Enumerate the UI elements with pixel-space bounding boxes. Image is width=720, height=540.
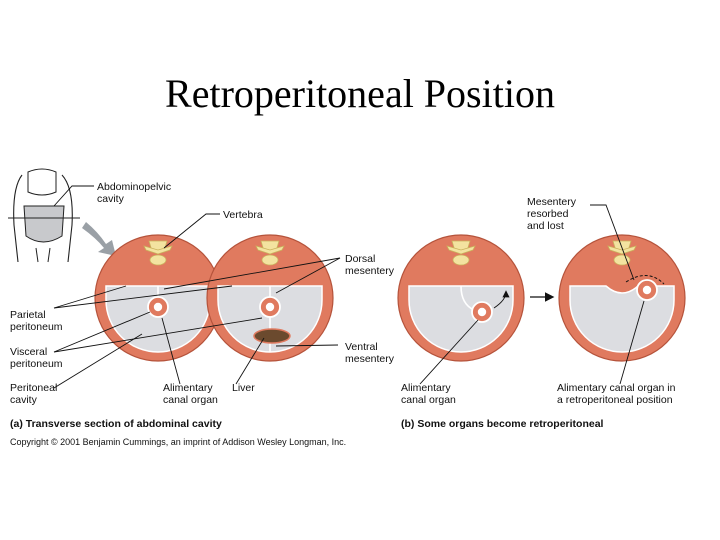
vertebra-icon-2 <box>255 240 285 266</box>
caption-b: (b) Some organs become retroperitoneal <box>401 418 604 430</box>
vertebra-icon-3 <box>446 240 476 266</box>
torso-icon <box>8 168 80 263</box>
section-circle-2 <box>206 234 334 362</box>
label-alimentary-canal-organ-b: Alimentary canal organ <box>401 382 456 406</box>
caption-a: (a) Transverse section of abdominal cavi… <box>10 418 222 430</box>
label-ventral-mesentery: Ventral mesentery <box>345 341 395 365</box>
leader-lines <box>53 185 645 389</box>
transition-arrow <box>82 222 116 256</box>
vertebra-icon-1 <box>143 240 173 266</box>
label-visceral-peritoneum: Visceral peritoneum <box>10 346 63 370</box>
label-vertebra: Vertebra <box>223 209 263 221</box>
label-liver: Liver <box>232 382 255 394</box>
liver-shape <box>253 328 291 344</box>
copyright-text: Copyright © 2001 Benjamin Cummings, an i… <box>10 437 346 447</box>
label-alimentary-canal-organ-a: Alimentary canal organ <box>163 382 218 406</box>
label-retroperitoneal-position: Alimentary canal organ in a retroperiton… <box>557 382 678 406</box>
section-circle-3 <box>397 234 525 362</box>
section-circle-4 <box>558 234 686 362</box>
label-mesentery-resorbed: Mesentery resorbed and lost <box>527 196 579 232</box>
slide-title: Retroperitoneal Position <box>165 71 555 116</box>
label-peritoneal-cavity: Peritoneal cavity <box>10 382 60 406</box>
label-parietal-peritoneum: Parietal peritoneum <box>10 309 63 333</box>
label-abdominopelvic-cavity: Abdominopelvic cavity <box>97 181 174 205</box>
label-dorsal-mesentery: Dorsal mesentery <box>345 253 395 277</box>
